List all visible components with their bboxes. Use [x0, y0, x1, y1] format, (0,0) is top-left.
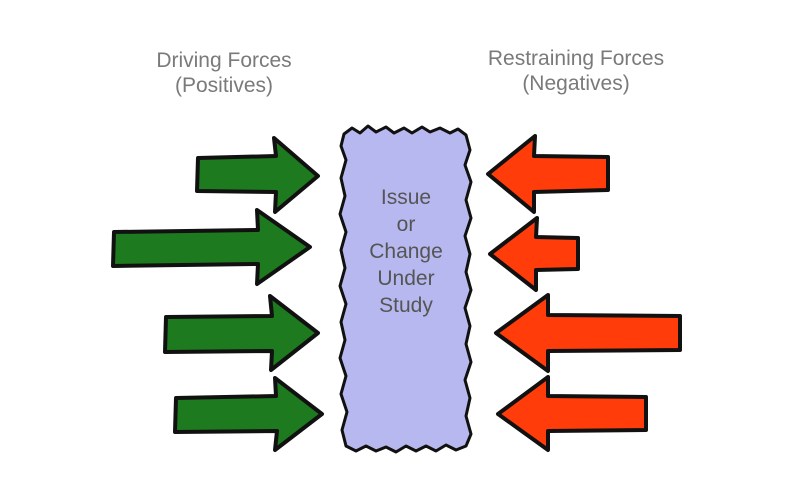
restraining-forces-subtitle: (Negatives)	[522, 72, 630, 95]
center-box-label: Issue or Change Under Study	[344, 184, 468, 319]
driving-arrow-3	[163, 294, 320, 372]
center-label-line-2: or	[396, 213, 416, 236]
center-label-line-4: Under	[377, 267, 435, 290]
restraining-arrow-4	[496, 375, 648, 452]
center-label-line-3: Change	[369, 240, 443, 263]
restraining-arrow-2	[488, 216, 580, 292]
driving-arrow-4	[173, 376, 324, 452]
driving-arrow-2	[111, 208, 312, 286]
restraining-forces-heading: Restraining Forces (Negatives)	[456, 46, 696, 96]
center-label-line-1: Issue	[380, 186, 432, 209]
restraining-arrow-3	[494, 293, 682, 373]
center-box	[338, 124, 473, 454]
driving-arrow-1	[195, 136, 320, 214]
driving-arrows	[111, 136, 324, 452]
driving-forces-title: Driving Forces	[156, 49, 292, 72]
restraining-forces-title: Restraining Forces	[487, 47, 665, 70]
driving-forces-heading: Driving Forces (Positives)	[104, 48, 344, 98]
restraining-arrow-1	[486, 134, 610, 214]
restraining-arrows	[486, 134, 682, 452]
center-label-line-5: Study	[379, 294, 433, 317]
driving-forces-subtitle: (Positives)	[174, 74, 274, 97]
